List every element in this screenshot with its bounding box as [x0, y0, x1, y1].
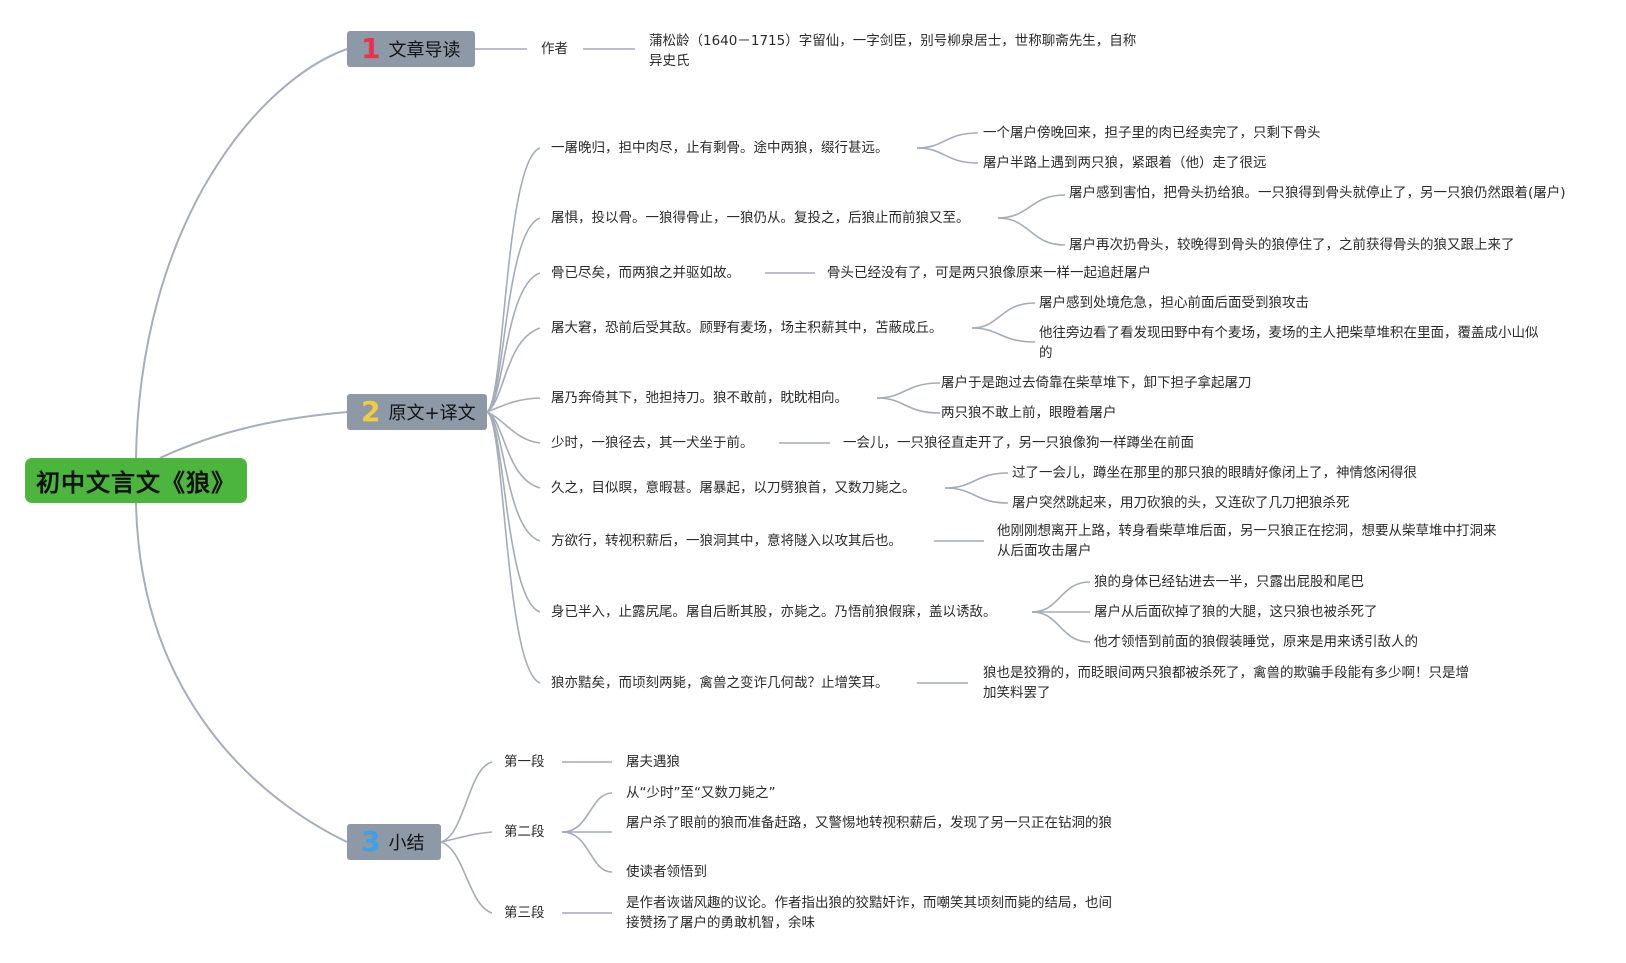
link-b3-item1	[440, 831, 493, 843]
b2-item5[interactable]: 少时，一狼径去，其一犬坐于前。	[551, 435, 754, 451]
b2-item7-child0[interactable]: 他刚刚想离开上路，转身看柴草堆后面，另一只狼正在挖洞，想要从柴草堆中打洞来从后面…	[997, 523, 1497, 559]
link-b2-item2	[486, 272, 541, 413]
b2-item2[interactable]: 骨已尽矣，而两狼之并驱如故。	[551, 265, 740, 281]
b3-item0[interactable]: 第一段	[504, 754, 545, 770]
b2-item2-child0[interactable]: 骨头已经没有了，可是两只狼像原来一样一起追赶屠户	[827, 265, 1151, 281]
link-b2-i1-c0	[997, 194, 1066, 219]
b3-item0-child0[interactable]: 屠夫遇狼	[626, 754, 680, 770]
branch-3-topic[interactable]: 3 小结	[347, 824, 441, 860]
b2-item0[interactable]: 一屠晚归，担中肉尽，止有剩骨。途中两狼，缀行甚远。	[551, 140, 889, 156]
b2-item3-child0[interactable]: 屠户感到处境危急，担心前面后面受到狼攻击	[1039, 295, 1309, 311]
b2-item7[interactable]: 方欲行，转视积薪后，一狼洞其中，意将隧入以攻其后也。	[551, 533, 902, 549]
link-b2-i8-c0	[1031, 581, 1091, 613]
b2-item6-child1[interactable]: 屠户突然跳起来，用刀砍狼的头，又连砍了几刀把狼杀死	[1012, 495, 1350, 511]
b2-item9[interactable]: 狼亦黠矣，而顷刻两毙，禽兽之变诈几何哉？止增笑耳。	[551, 675, 889, 691]
b2-item1-child0[interactable]: 屠户感到害怕，把骨头扔给狼。一只狼得到骨头就停止了，另一只狼仍然跟着(屠户)	[1069, 185, 1566, 201]
link-b2-i3-c0	[971, 302, 1036, 329]
b2-item4-child1[interactable]: 两只狼不敢上前，眼瞪着屠户	[941, 405, 1117, 421]
b2-item4[interactable]: 屠乃奔倚其下，弛担持刀。狼不敢前，眈眈相向。	[551, 390, 848, 406]
number-2-icon: 2	[361, 395, 381, 428]
b2-item0-child0[interactable]: 一个屠户傍晚回来，担子里的肉已经卖完了，只剩下骨头	[983, 125, 1321, 141]
link-root-branch-1	[135, 48, 348, 459]
link-b2-i0-c1	[916, 147, 979, 164]
b1-item0-child0[interactable]: 蒲松龄（1640－1715）字留仙，一字剑臣，别号柳泉居士，世称聊斋先生，自称异…	[649, 33, 1137, 69]
link-b3-item2	[440, 841, 493, 914]
b2-item6-child0[interactable]: 过了一会儿，蹲坐在那里的那只狼的眼睛好像闭上了，神情悠闲得很	[1012, 465, 1417, 481]
link-b2-i4-c0	[876, 382, 941, 399]
link-b2-item3	[486, 327, 541, 413]
link-root-branch-2	[159, 411, 348, 459]
branch-1-title: 文章导读	[388, 40, 461, 61]
link-b2-i1-c1	[997, 217, 1066, 246]
link-b2-i4-c1	[876, 397, 941, 414]
b2-item1[interactable]: 屠惧，投以骨。一狼得骨止，一狼仍从。复投之，后狼止而前狼又至。	[551, 210, 970, 226]
b2-item1-child1[interactable]: 屠户再次扔骨头，较晚得到骨头的狼停住了，之前获得骨头的狼又跟上来了	[1069, 237, 1515, 253]
b3-item1[interactable]: 第二段	[504, 824, 545, 840]
b2-item8-child1[interactable]: 屠户从后面砍掉了狼的大腿，这只狼也被杀死了	[1094, 604, 1378, 620]
b3-item1-child0[interactable]: 从“少时”至“又数刀毙之”	[626, 785, 776, 801]
link-b3-i1-c0	[561, 792, 613, 833]
b2-item3-child1[interactable]: 他往旁边看了看发现田野中有个麦场，麦场的主人把柴草堆积在里面，覆盖成小山似的	[1039, 325, 1539, 361]
branch-3-title: 小结	[388, 833, 425, 854]
b2-item6[interactable]: 久之，目似瞑，意暇甚。屠暴起，以刀劈狼首，又数刀毙之。	[551, 480, 916, 496]
link-b2-i3-c1	[971, 327, 1036, 343]
link-b2-item8	[486, 411, 541, 613]
b2-item4-child0[interactable]: 屠户于是跑过去倚靠在柴草堆下，卸下担子拿起屠刀	[941, 375, 1252, 391]
b3-item1-child1[interactable]: 屠户杀了眼前的狼而准备赶路，又警惕地转视积薪后，发现了另一只正在钻洞的狼	[626, 815, 1112, 831]
link-b2-item0	[486, 147, 541, 413]
b2-item8-child0[interactable]: 狼的身体已经钻进去一半，只露出屁股和尾巴	[1094, 574, 1364, 590]
b2-item0-child1[interactable]: 屠户半路上遇到两只狼，紧跟着（他）走了很远	[983, 155, 1267, 171]
b2-item9-child0[interactable]: 狼也是狡猾的，而眨眼间两只狼都被杀死了，禽兽的欺骗手段能有多少啊！只是增加笑料罢…	[983, 665, 1469, 701]
number-3-icon: 3	[361, 825, 381, 858]
branch-2-title: 原文+译文	[388, 403, 476, 424]
branch-1-topic[interactable]: 1 文章导读	[347, 31, 475, 67]
link-b2-i8-c2	[1031, 611, 1091, 643]
b3-item1-child2[interactable]: 使读者领悟到	[626, 864, 707, 880]
link-b2-i0-c0	[916, 132, 979, 149]
root-topic[interactable]: 初中文言文《狼》	[25, 458, 247, 503]
link-b2-item4	[486, 397, 541, 413]
branch-2-topic[interactable]: 2 原文+译文	[347, 394, 487, 430]
link-b3-i1-c2	[561, 831, 613, 873]
link-b2-i6-c0	[944, 472, 1009, 489]
b3-item2[interactable]: 第三段	[504, 905, 545, 921]
b2-item5-child0[interactable]: 一会儿，一只狼径直走开了，另一只狼像狗一样蹲坐在前面	[843, 435, 1194, 451]
b2-item8[interactable]: 身已半入，止露尻尾。屠自后断其股，亦毙之。乃悟前狼假寐，盖以诱敌。	[551, 604, 997, 620]
link-b2-i6-c1	[944, 487, 1009, 504]
b2-item3[interactable]: 屠大窘，恐前后受其敌。顾野有麦场，场主积薪其中，苫蔽成丘。	[551, 320, 943, 336]
link-b2-item1	[486, 217, 541, 413]
link-b3-item0	[440, 761, 493, 843]
number-1-icon: 1	[361, 32, 381, 65]
b1-item0[interactable]: 作者	[541, 41, 568, 57]
b3-item2-child0[interactable]: 是作者诙谐风趣的议论。作者指出狼的狡黠奸诈，而嘲笑其顷刻而毙的结局，也间接赞扬了…	[626, 895, 1112, 931]
link-b2-item9	[486, 411, 541, 684]
b2-item8-child2[interactable]: 他才领悟到前面的狼假装睡觉，原来是用来诱引敌人的	[1094, 634, 1418, 650]
link-root-branch-3	[135, 502, 348, 843]
